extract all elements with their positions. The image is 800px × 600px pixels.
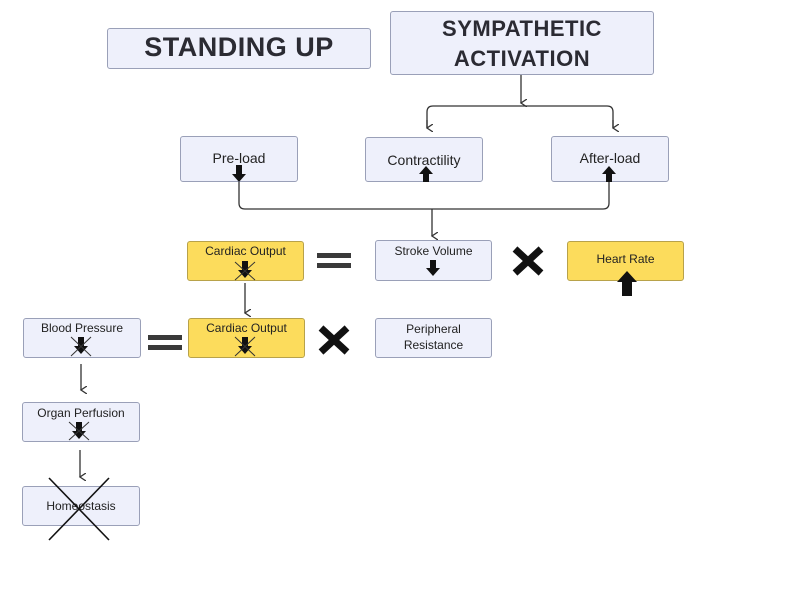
standing-up-title-box: STANDING UP [107, 28, 371, 69]
down-arrow-icon-stroke-volume [426, 260, 440, 276]
crossed-down-arrow-icon-organ-perfusion [68, 421, 90, 441]
multiply-icon-2 [318, 325, 350, 355]
afterload-label: After-load [579, 150, 641, 166]
up-arrow-icon-afterload [602, 166, 616, 182]
down-arrow-icon-preload [232, 165, 246, 182]
multiply-icon-1 [512, 246, 544, 276]
organ-perfusion-label: Organ Perfusion [37, 406, 125, 420]
peripheral-label-line2: Resistance [403, 338, 464, 352]
sympathetic-activation-box: SYMPATHETIC ACTIVATION [390, 11, 654, 75]
up-arrow-icon-contractility [419, 166, 433, 182]
standing-up-title: STANDING UP [144, 32, 334, 62]
crossed-down-arrow-icon-bp [70, 336, 92, 357]
equals-icon-1 [317, 253, 351, 268]
homeostasis-cross-icon [48, 477, 110, 541]
crossed-down-arrow-icon-co1 [234, 261, 256, 281]
merge-connector [238, 182, 610, 210]
cardiac-output-label-1: Cardiac Output [205, 244, 286, 258]
crossed-down-arrow-icon-co2 [234, 336, 256, 357]
peripheral-resistance-box: Peripheral Resistance [375, 318, 492, 358]
up-arrow-icon-heart-rate [617, 271, 637, 296]
preload-label: Pre-load [212, 150, 266, 166]
preload-box: Pre-load [180, 136, 298, 182]
equals-icon-2 [148, 335, 182, 350]
heart-rate-label: Heart Rate [596, 252, 655, 266]
sympathetic-line1: SYMPATHETIC [442, 16, 602, 41]
peripheral-label-line1: Peripheral [406, 322, 461, 336]
contractility-label: Contractility [387, 152, 461, 168]
cardiac-output-label-2: Cardiac Output [206, 321, 287, 335]
sympathetic-line2: ACTIVATION [453, 46, 591, 71]
stroke-volume-label: Stroke Volume [394, 244, 473, 258]
blood-pressure-label: Blood Pressure [40, 321, 124, 335]
branch-connector [426, 105, 614, 127]
